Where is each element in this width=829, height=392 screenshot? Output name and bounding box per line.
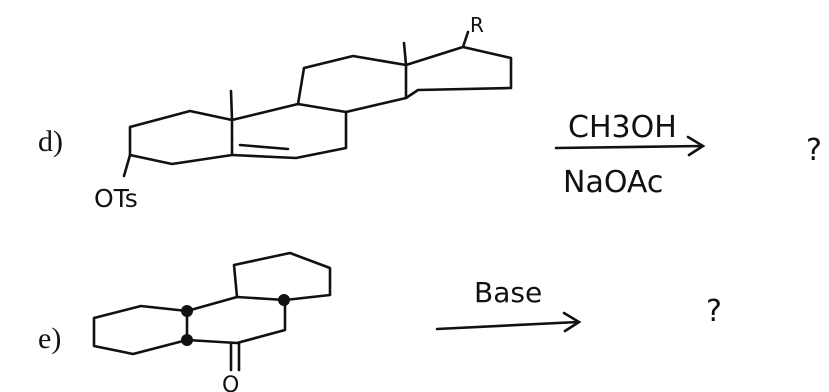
ring-b — [230, 102, 348, 160]
tricyclic-ketone-skeleton — [92, 251, 332, 372]
problem-e: e) O Base ? — [38, 251, 722, 392]
carbonyl-bond — [229, 341, 241, 372]
ring-left — [92, 304, 189, 356]
ring-junction-markers — [181, 294, 290, 346]
ring-top-right — [232, 251, 332, 302]
problem-d: d) R OTs CH3OH NaOAc — [38, 13, 822, 213]
reaction-arrow-e — [435, 311, 582, 333]
steroid-skeleton — [122, 30, 513, 178]
ring-a — [128, 109, 234, 166]
r-bond — [461, 30, 470, 49]
ring-junction-dot — [181, 334, 193, 346]
reagent-sodium-acetate: NaOAc — [563, 165, 663, 200]
ring-d — [404, 45, 513, 100]
methyl-c13 — [402, 41, 408, 67]
problem-e-label: e) — [38, 322, 61, 355]
substituent-ots: OTs — [94, 184, 138, 213]
reagent-methanol: CH3OH — [568, 110, 677, 145]
ots-bond — [122, 153, 132, 178]
product-unknown-d: ? — [806, 133, 822, 168]
methyl-c10 — [229, 89, 234, 122]
reaction-arrow-d — [554, 135, 706, 157]
substituent-r: R — [470, 13, 484, 37]
ring-junction-dot — [181, 305, 193, 317]
ring-middle — [185, 295, 287, 345]
ring-b-double-bond — [238, 143, 290, 151]
problem-d-label: d) — [38, 125, 63, 158]
ring-c — [296, 54, 408, 114]
carbonyl-oxygen: O — [222, 373, 239, 392]
reagent-base: Base — [474, 276, 542, 309]
product-unknown-e: ? — [706, 294, 722, 329]
ring-junction-dot — [278, 294, 290, 306]
